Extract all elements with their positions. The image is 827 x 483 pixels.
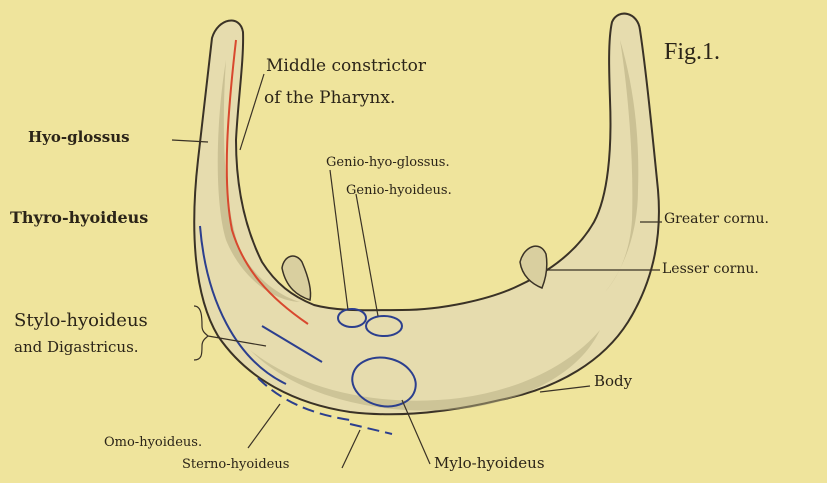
- label-mylo-hyoideus: Mylo-hyoideus: [434, 456, 545, 471]
- leader-genio-hyoideus: [356, 194, 378, 316]
- leader-sterno-hyoideus: [342, 430, 360, 468]
- label-lesser-cornu: Lesser cornu.: [662, 262, 759, 276]
- hyoid-bone: [194, 14, 659, 415]
- label-genio-hyo-glossus: Genio-hyo-glossus.: [326, 156, 450, 169]
- figure-number: Fig.1.: [664, 40, 720, 64]
- label-stylo-hyoideus: Stylo-hyoideus: [14, 312, 148, 330]
- label-genio-hyoideus: Genio-hyoideus.: [346, 184, 452, 197]
- leader-middle-constrictor: [240, 74, 264, 150]
- label-sterno-hyoideus: Sterno-hyoideus: [182, 458, 289, 471]
- stylo-bracket: [194, 306, 208, 360]
- sterno-hyoideus-attachment-line: [350, 424, 392, 434]
- label-body: Body: [594, 374, 632, 389]
- label-hyo-glossus: Hyo-glossus: [28, 130, 130, 145]
- label-thyro-hyoideus: Thyro-hyoideus: [10, 210, 148, 226]
- label-middle-constrictor-line2: of the Pharynx.: [264, 90, 395, 107]
- label-omo-hyoideus: Omo-hyoideus.: [104, 436, 202, 449]
- label-and-digastricus: and Digastricus.: [14, 340, 139, 355]
- label-middle-constrictor-line1: Middle constrictor: [266, 58, 426, 75]
- lesser-cornu-right: [520, 246, 547, 288]
- leader-omo-hyoideus: [248, 404, 280, 448]
- label-greater-cornu: Greater cornu.: [664, 212, 769, 226]
